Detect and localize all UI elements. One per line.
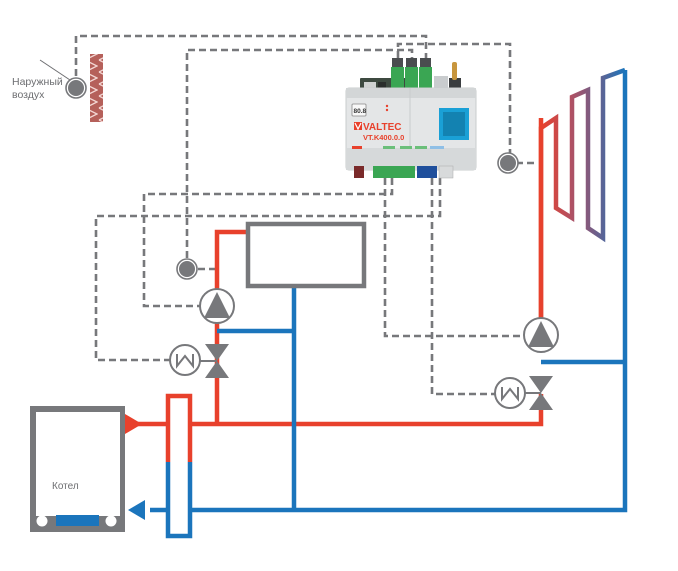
return-pipes bbox=[150, 70, 628, 539]
pipe-separator-hot bbox=[165, 393, 193, 462]
valve-motor-2 bbox=[494, 377, 526, 409]
radiator bbox=[538, 67, 626, 352]
outdoor-label-leader bbox=[39, 59, 71, 81]
circulation-pump-2 bbox=[523, 317, 559, 353]
pipe-tank-supply bbox=[214, 229, 248, 424]
controller-brand: VALTEC bbox=[363, 122, 402, 133]
relay-terminal-3 bbox=[419, 67, 432, 92]
exterior-wall bbox=[90, 54, 103, 122]
tank-temperature-sensor bbox=[176, 258, 198, 280]
valve-motor-1 bbox=[169, 344, 201, 376]
boiler-supply-arrow bbox=[125, 414, 142, 434]
antenna-icon bbox=[452, 62, 457, 80]
controller-model: VT.K400.0.0 bbox=[363, 133, 404, 142]
circulation-pump-1 bbox=[199, 288, 235, 324]
wire-pump-2 bbox=[383, 178, 520, 338]
pipe-cold-main bbox=[190, 70, 628, 513]
wire-radiator-sensor bbox=[396, 42, 512, 162]
motorized-valve-1 bbox=[169, 344, 229, 378]
pipe-hot-main bbox=[190, 394, 544, 427]
wire-valve-2 bbox=[430, 178, 500, 396]
boiler-label: Котел bbox=[52, 481, 79, 492]
relay-terminal-1 bbox=[391, 67, 404, 92]
controller-display bbox=[351, 103, 367, 117]
wire-pump-1 bbox=[142, 178, 394, 308]
valtec-logo-icon bbox=[354, 122, 362, 130]
relay-terminal-2 bbox=[405, 67, 418, 92]
boiler-return-arrow bbox=[128, 500, 145, 520]
pipe-separator-cold bbox=[165, 462, 193, 539]
wire-tank-sensor bbox=[185, 48, 414, 258]
wire-outdoor-sensor bbox=[74, 34, 428, 76]
outdoor-air-label: Наружный воздух bbox=[12, 76, 63, 101]
supply-pipes bbox=[135, 118, 544, 462]
motorized-valve-2 bbox=[494, 376, 553, 410]
controller-device: 80.8 VALTEC VT.K400.0.0 bbox=[345, 58, 477, 179]
boiler bbox=[30, 406, 145, 532]
buffer-tank bbox=[245, 221, 367, 289]
radiator-temperature-sensor bbox=[497, 152, 519, 174]
control-wiring bbox=[39, 34, 534, 396]
wire-valve-1 bbox=[94, 178, 442, 362]
display-value: 80.8 bbox=[354, 108, 367, 115]
outdoor-temperature-sensor bbox=[65, 77, 87, 99]
